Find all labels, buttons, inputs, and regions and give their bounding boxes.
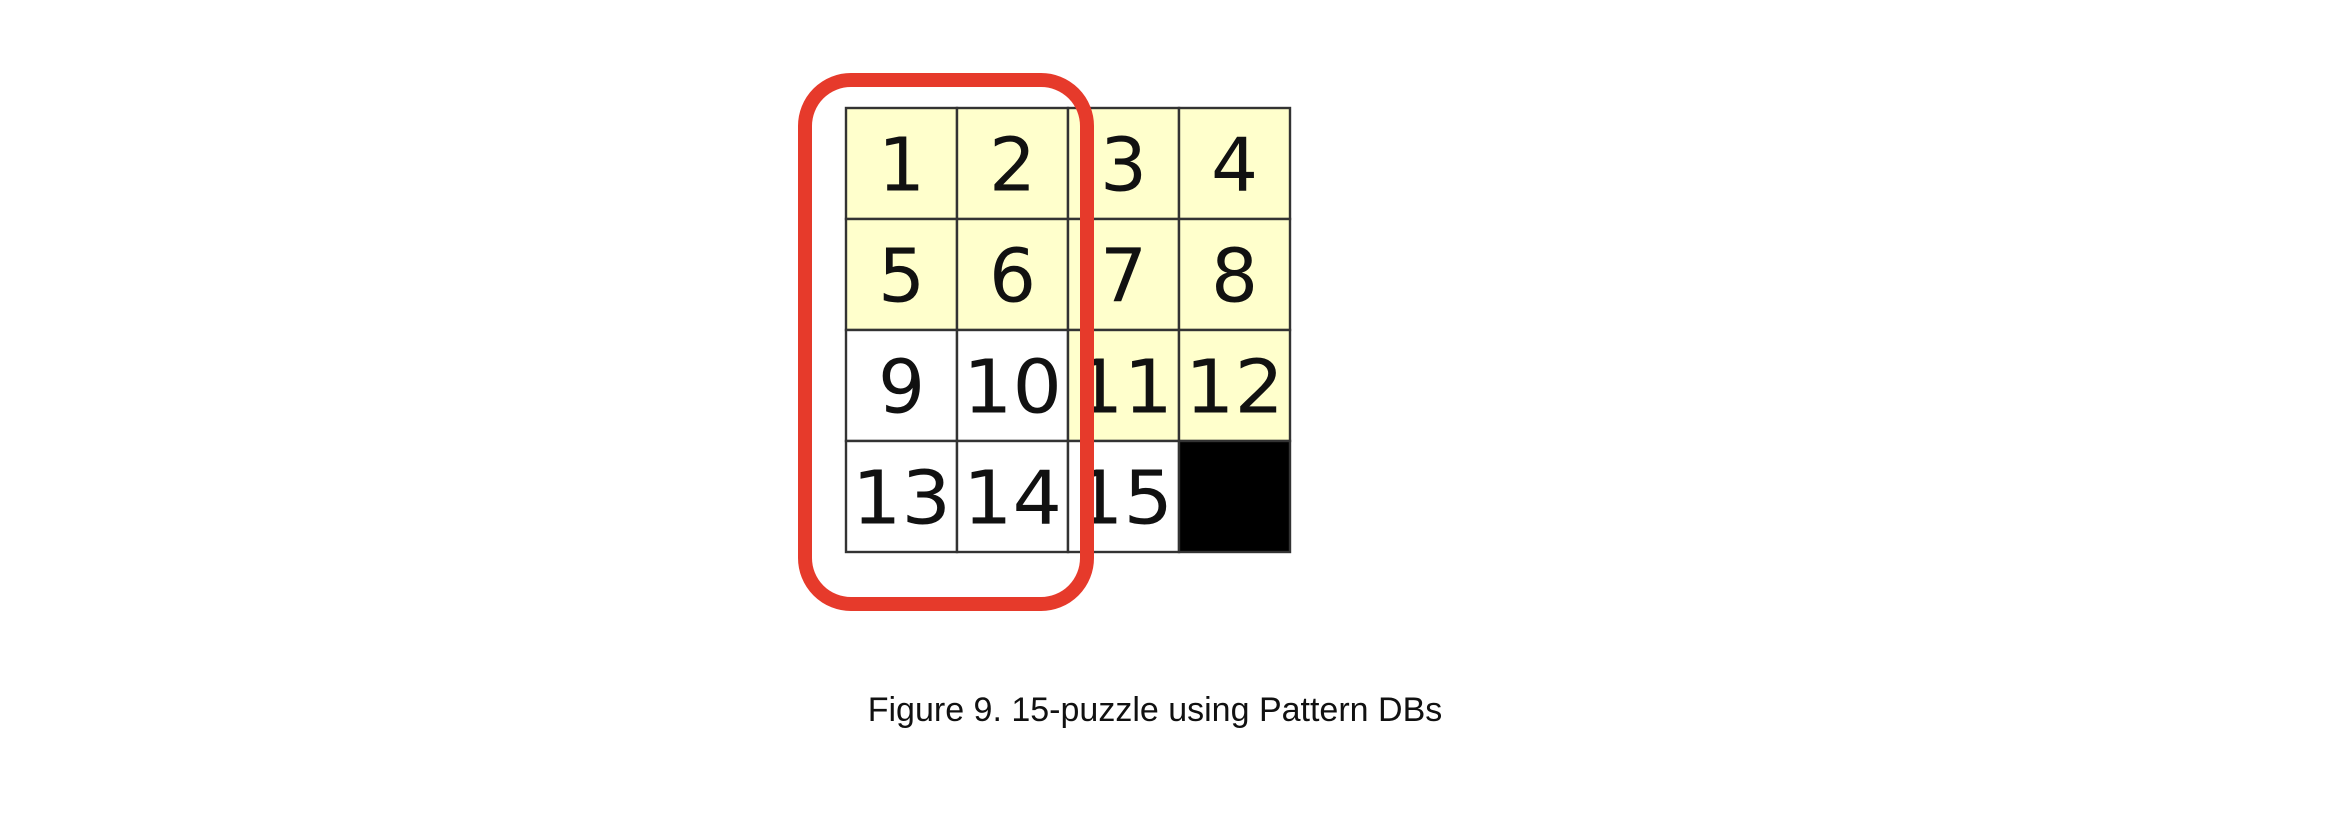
tile-1: [844, 106, 959, 221]
tile-label-7: 7: [1100, 234, 1147, 320]
tile-12: [1177, 328, 1292, 443]
pattern-group-outline: [798, 73, 1094, 611]
tile-13: [844, 439, 959, 554]
tile-label-6: 6: [989, 234, 1036, 320]
tile-label-12: 12: [1185, 345, 1284, 431]
tile-14: [955, 439, 1070, 554]
tile-label-4: 4: [1211, 123, 1258, 209]
tile-label-3: 3: [1100, 123, 1147, 209]
tile-label-10: 10: [963, 345, 1062, 431]
blank-tile: [1177, 439, 1292, 554]
tile-label-8: 8: [1211, 234, 1258, 320]
tile-9: [844, 328, 959, 443]
tile-8: [1177, 217, 1292, 332]
tile-label-13: 13: [852, 456, 951, 542]
tile-2: [955, 106, 1070, 221]
tile-label-2: 2: [989, 123, 1036, 209]
tile-label-5: 5: [878, 234, 925, 320]
figure-caption: Figure 9. 15-puzzle using Pattern DBs: [867, 691, 1443, 729]
tile-label-9: 9: [878, 345, 925, 431]
tile-label-1: 1: [878, 123, 925, 209]
tile-label-14: 14: [963, 456, 1062, 542]
